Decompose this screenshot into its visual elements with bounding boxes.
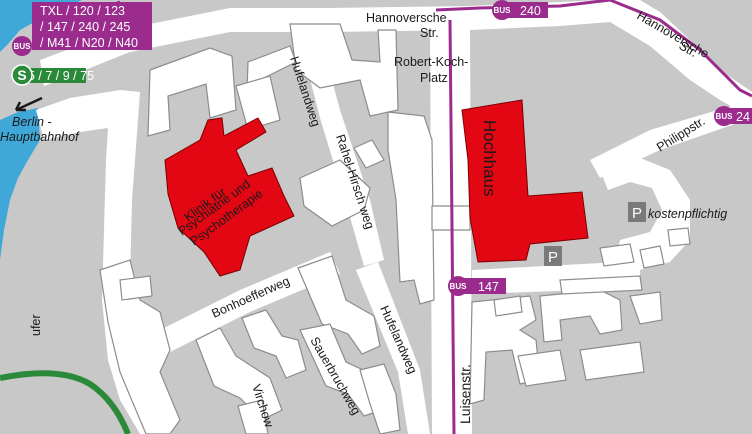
- street-label-luisenstr: Luisenstr.: [457, 364, 473, 424]
- water-body: [0, 0, 82, 52]
- bus-240-top-label: 240: [520, 4, 541, 18]
- bus-147-label: 147: [478, 280, 499, 294]
- bus-240-top-icon: [492, 0, 512, 20]
- parking-note: kostenpflichtig: [648, 207, 727, 221]
- street-label-hannoversche-top-str: Str.: [420, 26, 439, 40]
- parking-symbol-2: P: [544, 246, 562, 266]
- bus-lines-line2: / 147 / 240 / 245: [40, 20, 130, 34]
- bus-badge-label: BUS: [14, 42, 32, 51]
- sbahn-badge-label: S: [17, 67, 26, 83]
- sbahn-route: [0, 370, 131, 434]
- building-label-hochhaus: Hochhaus: [480, 120, 499, 197]
- klinik-building: [164, 117, 295, 277]
- bus-stop-147: 147 BUS: [448, 276, 506, 296]
- bus-240-right-icon: [714, 106, 734, 126]
- campus-buildings: [99, 23, 691, 434]
- bus-lines-line1: TXL / 120 / 123: [40, 4, 125, 18]
- bus-147-badge: BUS: [450, 282, 468, 291]
- bus-240-right-label: 24: [736, 110, 750, 124]
- parking-label-1: P: [632, 205, 642, 222]
- direction-label-line1: Berlin -: [12, 115, 52, 129]
- sbahn-badge-icon: [11, 64, 33, 86]
- place-label-robert-koch: Robert-Koch-: [394, 55, 468, 69]
- parking-symbol-1: P: [628, 202, 646, 222]
- transit-info: TXL / 120 / 123 / 147 / 240 / 245 / M41 …: [0, 2, 152, 144]
- bus-badge-icon: [12, 36, 32, 56]
- hochhaus-building: [461, 99, 589, 263]
- direction-label-line2: Hauptbahnhof: [0, 130, 80, 144]
- bus-lines-line3: / M41 / N20 / N40: [40, 36, 138, 50]
- bus-240-top-badge: BUS: [494, 6, 512, 15]
- sbahn-lines: 5 / 7 / 9 / 75: [28, 69, 94, 83]
- street-label-hannoversche-top: Hannoversche: [366, 11, 447, 25]
- bus-147-icon: [448, 276, 468, 296]
- place-label-robert-koch-platz: Platz: [420, 71, 448, 85]
- bus-stop-240-right: 24 BUS: [714, 106, 752, 126]
- water-body-lower: [0, 108, 40, 260]
- direction-arrow-icon: [14, 96, 43, 112]
- bus-stop-240-top: 240 BUS: [492, 0, 548, 20]
- bus-240-right-badge: BUS: [716, 112, 734, 121]
- street-label-ufer: ufer: [29, 314, 43, 336]
- parking-label-2: P: [548, 249, 558, 266]
